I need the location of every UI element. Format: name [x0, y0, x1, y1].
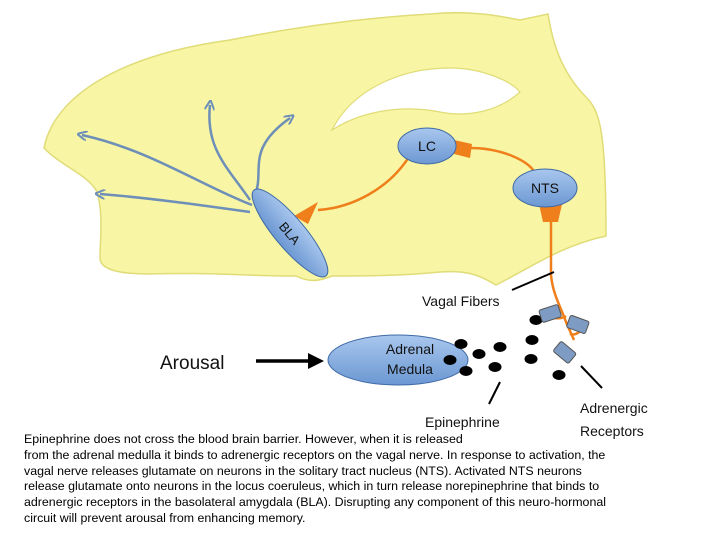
caption-line: vagal nerve releases glutamate on neuron… — [24, 463, 582, 478]
epinephrine-molecule — [552, 370, 566, 380]
caption-line: circuit will prevent arousal from enhanc… — [24, 510, 306, 525]
projection-arrow — [82, 135, 253, 207]
lc-label: LC — [418, 138, 436, 154]
epinephrine-molecule — [525, 335, 539, 345]
epinephrine-molecule — [524, 354, 538, 364]
bla-node: BLA — [251, 188, 329, 278]
nts-synapse-terminal — [539, 204, 562, 222]
caption-line: from the adrenal medulla it binds to adr… — [24, 447, 606, 462]
epinephrine-molecule — [459, 366, 473, 376]
vagal-nerve-path — [549, 222, 576, 341]
epinephrine-pointer — [488, 381, 501, 405]
adrenal-label-line2: Medula — [387, 361, 433, 377]
caption-line: adrenergic receptors in the basolateral … — [24, 495, 606, 510]
receptor — [553, 341, 577, 364]
vagal-fibers-label: Vagal Fibers — [422, 293, 500, 309]
epinephrine-molecule — [488, 362, 502, 372]
epinephrine-label: Epinephrine — [425, 414, 500, 430]
receptors-label-line1: Adrenergic — [580, 400, 648, 416]
epinephrine-molecules — [443, 315, 566, 380]
vagal-fibers-pointer — [511, 271, 555, 291]
arousal-label: Arousal — [160, 353, 224, 374]
caption-line: Epinephrine does not cross the blood bra… — [24, 432, 463, 446]
lc-to-bla-path — [317, 151, 414, 212]
receptors-label-line2: Receptors — [580, 423, 644, 439]
adrenergic-receptors — [538, 304, 590, 364]
receptor — [538, 304, 562, 323]
receptors-pointer — [580, 365, 603, 389]
epinephrine-molecule — [472, 349, 486, 359]
adrenal-label-line1: Adrenal — [386, 341, 434, 357]
arousal-arrow-head — [308, 353, 324, 369]
nts-node: NTS — [512, 168, 578, 208]
figure-caption: Epinephrine does not cross the blood bra… — [24, 432, 694, 527]
brain-fold — [330, 67, 521, 132]
caption-line: release glutamate onto neurons in the lo… — [24, 479, 600, 494]
orange-pathway — [317, 146, 584, 341]
epinephrine-molecule — [443, 355, 457, 365]
lc-node: LC — [397, 127, 457, 165]
projection-arrow — [100, 194, 251, 214]
adrenal-medulla-node: Adrenal Medula — [327, 334, 469, 386]
bla-synapse-terminal — [294, 202, 318, 224]
epinephrine-molecule — [493, 342, 507, 352]
epinephrine-molecule — [529, 315, 543, 325]
projection-arrow — [209, 105, 252, 201]
lc-synapse-terminal — [454, 140, 472, 158]
bla-projections — [82, 105, 290, 214]
nts-label: NTS — [531, 180, 559, 196]
receptor — [566, 315, 590, 334]
projection-arrow — [253, 118, 290, 196]
epinephrine-molecule — [454, 339, 468, 349]
